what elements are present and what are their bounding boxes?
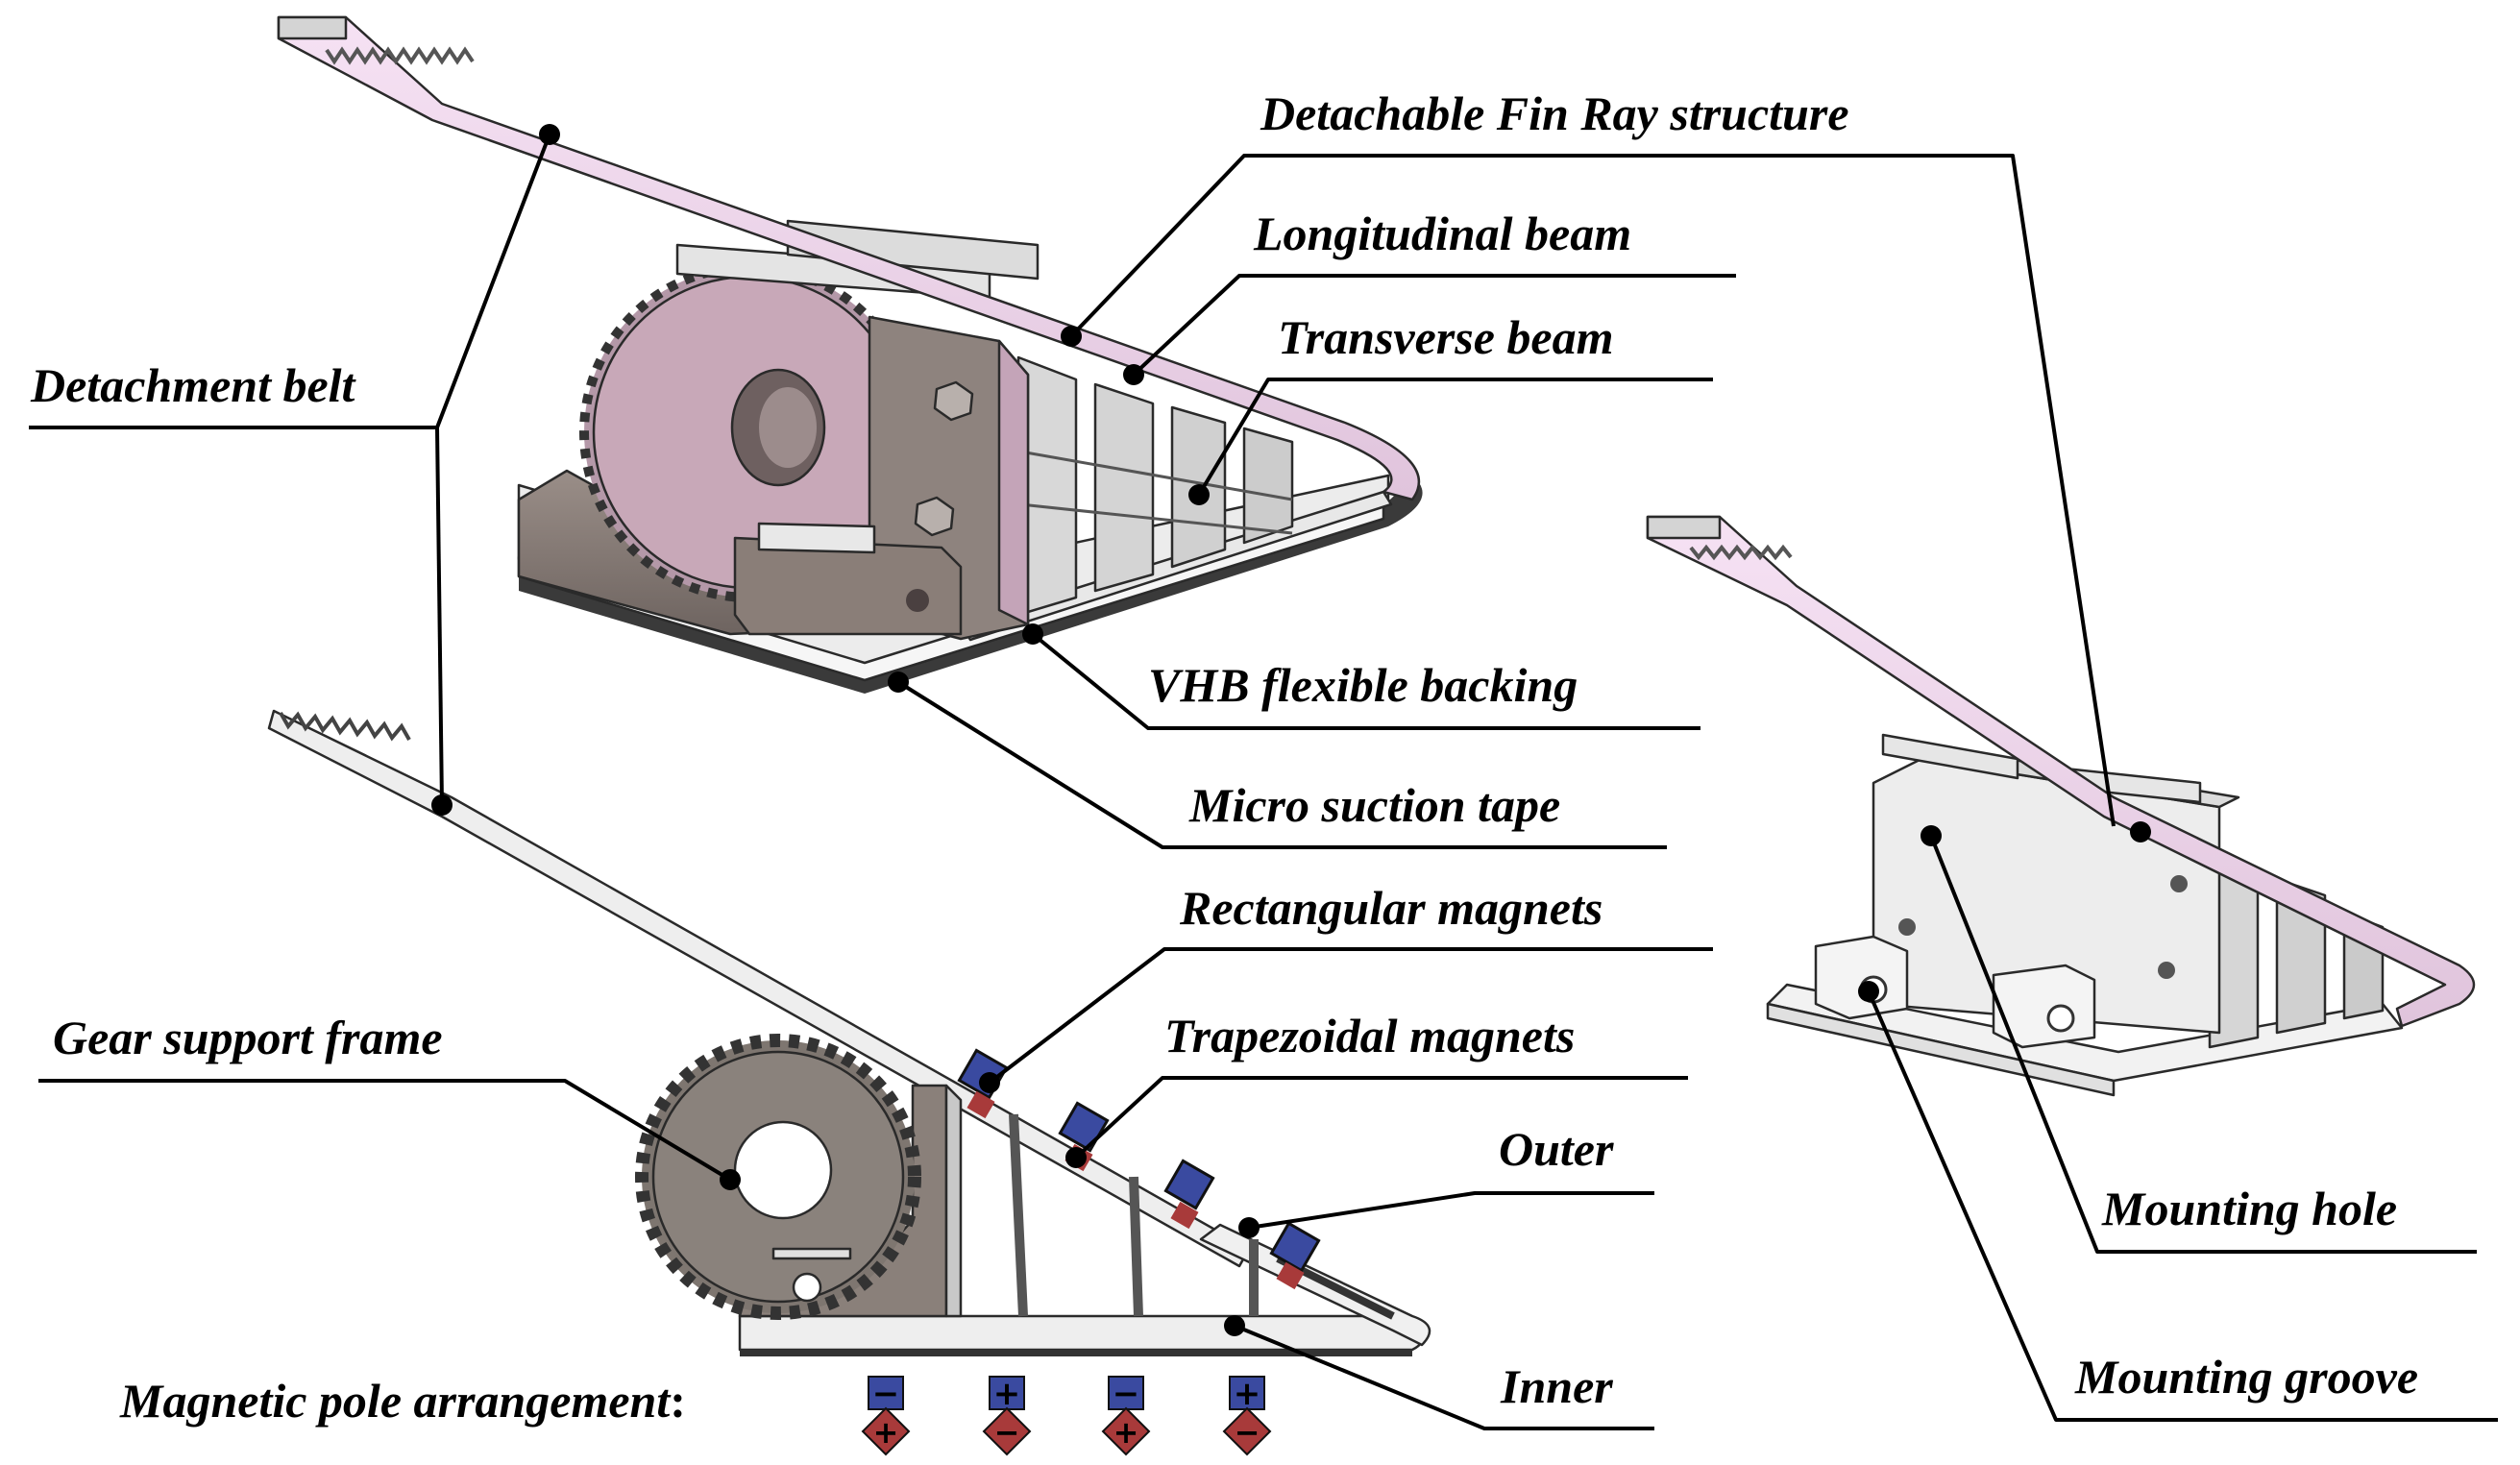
- pole-pair-1: −+: [861, 1375, 911, 1456]
- pole-bottom-sign: +: [1113, 1414, 1139, 1451]
- label-transverse-beam: Transverse beam: [1278, 310, 1614, 364]
- label-micro-suction-tape: Micro suction tape: [1188, 778, 1560, 832]
- pole-bottom-diamond: [861, 1406, 911, 1456]
- pole-pair-4: +−: [1222, 1375, 1272, 1456]
- pole-top-sign: −: [872, 1375, 900, 1413]
- label-trapezoidal-magnets: Trapezoidal magnets: [1164, 1009, 1575, 1062]
- label-outer: Outer: [1499, 1122, 1614, 1176]
- labels: Detachable Fin Ray structure Longitudina…: [30, 86, 2418, 1428]
- pole-bottom-diamond: [1101, 1406, 1151, 1456]
- inner-base: [738, 1314, 1424, 1352]
- label-underlines: [29, 154, 2498, 1430]
- pole-top-sign: −: [1113, 1375, 1140, 1413]
- label-longitudinal-beam: Longitudinal beam: [1253, 207, 1631, 260]
- pole-top-sign: +: [1234, 1375, 1261, 1413]
- label-inner: Inner: [1500, 1359, 1613, 1413]
- label-detachment-belt: Detachment belt: [30, 358, 357, 412]
- label-magnetic-pole-arrangement: Magnetic pole arrangement:: [119, 1374, 686, 1428]
- pole-top-sign: +: [993, 1375, 1021, 1413]
- pole-bottom-diamond: [982, 1406, 1032, 1456]
- pole-arrangement-legend: −++−−++−: [861, 1375, 1272, 1456]
- bracket-part: [733, 536, 963, 636]
- detachment-belt-rack: [267, 709, 1251, 1268]
- label-detachable-fin-ray-structure: Detachable Fin Ray structure: [1260, 86, 1849, 140]
- pole-bottom-sign: −: [1235, 1414, 1260, 1451]
- label-vhb-flexible-backing: VHB flexible backing: [1148, 658, 1578, 712]
- fin-ray-top-part: [277, 15, 1421, 501]
- label-gear-support-frame: Gear support frame: [53, 1011, 443, 1064]
- label-mounting-hole: Mounting hole: [2101, 1182, 2397, 1235]
- pole-pair-3: −+: [1101, 1375, 1151, 1456]
- pole-bottom-sign: −: [994, 1414, 1020, 1451]
- top-assembly: [277, 15, 1423, 694]
- section-gear: [635, 1034, 921, 1320]
- right-fin-ray: [1646, 515, 2476, 1028]
- pole-bottom-diamond: [1222, 1406, 1272, 1456]
- cross-section: [267, 709, 1431, 1356]
- pole-bottom-sign: +: [873, 1414, 899, 1451]
- label-mounting-groove: Mounting groove: [2074, 1350, 2418, 1404]
- label-rectangular-magnets: Rectangular magnets: [1179, 881, 1603, 935]
- pole-pair-2: +−: [982, 1375, 1032, 1456]
- belt-teeth: [325, 46, 475, 65]
- right-assembly: [1646, 515, 2476, 1097]
- micro-suction-tape-part: [519, 469, 1423, 694]
